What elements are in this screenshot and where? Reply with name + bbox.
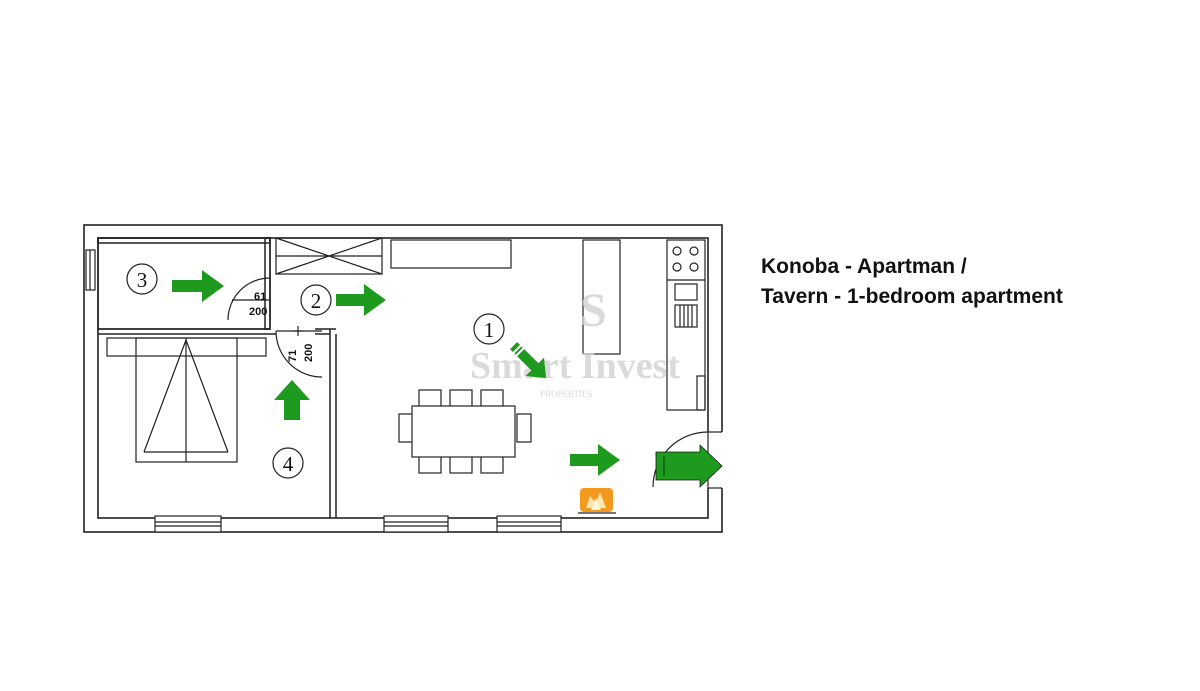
green-arrow-icon	[510, 342, 547, 379]
svg-text:2: 2	[311, 289, 322, 313]
green-arrow-icon	[172, 270, 224, 302]
bench	[390, 239, 512, 269]
door-swing-bedroom	[275, 326, 323, 378]
dining-table	[398, 389, 532, 474]
watermark: S Smart Invest PROPERTIES	[470, 284, 680, 399]
green-arrows	[172, 270, 723, 488]
door-width-label: 61	[254, 291, 266, 303]
room-4-label: 4	[272, 447, 304, 479]
svg-text:4: 4	[283, 452, 294, 476]
green-arrow-icon	[570, 444, 620, 476]
bottom-windows	[154, 515, 562, 533]
svg-text:3: 3	[137, 268, 148, 292]
door-height-label: 200	[303, 344, 315, 362]
watermark-sub: PROPERTIES	[540, 389, 592, 399]
room-3-label: 3	[126, 263, 158, 295]
room-numbers: 3 2 1 4	[126, 263, 505, 479]
green-arrow-icon	[274, 380, 310, 420]
door-swing-room-3	[227, 277, 271, 321]
kitchen-island	[582, 239, 621, 355]
room-2-label: 2	[300, 284, 332, 316]
room-1-label: 1	[473, 313, 505, 345]
watermark-brand: Smart Invest	[470, 345, 680, 387]
caption-line-1: Konoba - Apartman /	[761, 255, 967, 278]
left-window	[85, 249, 96, 291]
kitchen-counter	[666, 239, 706, 411]
green-arrow-icon	[336, 284, 386, 316]
watermark-logo: S	[580, 284, 607, 337]
bed-icon	[106, 337, 267, 463]
door-width-label: 71	[287, 350, 299, 362]
entrance-arrow-icon	[655, 444, 723, 488]
caption-line-2: Tavern - 1-bedroom apartment	[761, 285, 1063, 308]
plan-caption: Konoba - Apartman / Tavern - 1-bedroom a…	[761, 252, 1063, 312]
fireplace-icon	[578, 488, 616, 514]
storage-cabinet	[275, 237, 383, 275]
svg-text:1: 1	[484, 318, 495, 342]
door-height-label: 200	[249, 306, 267, 318]
